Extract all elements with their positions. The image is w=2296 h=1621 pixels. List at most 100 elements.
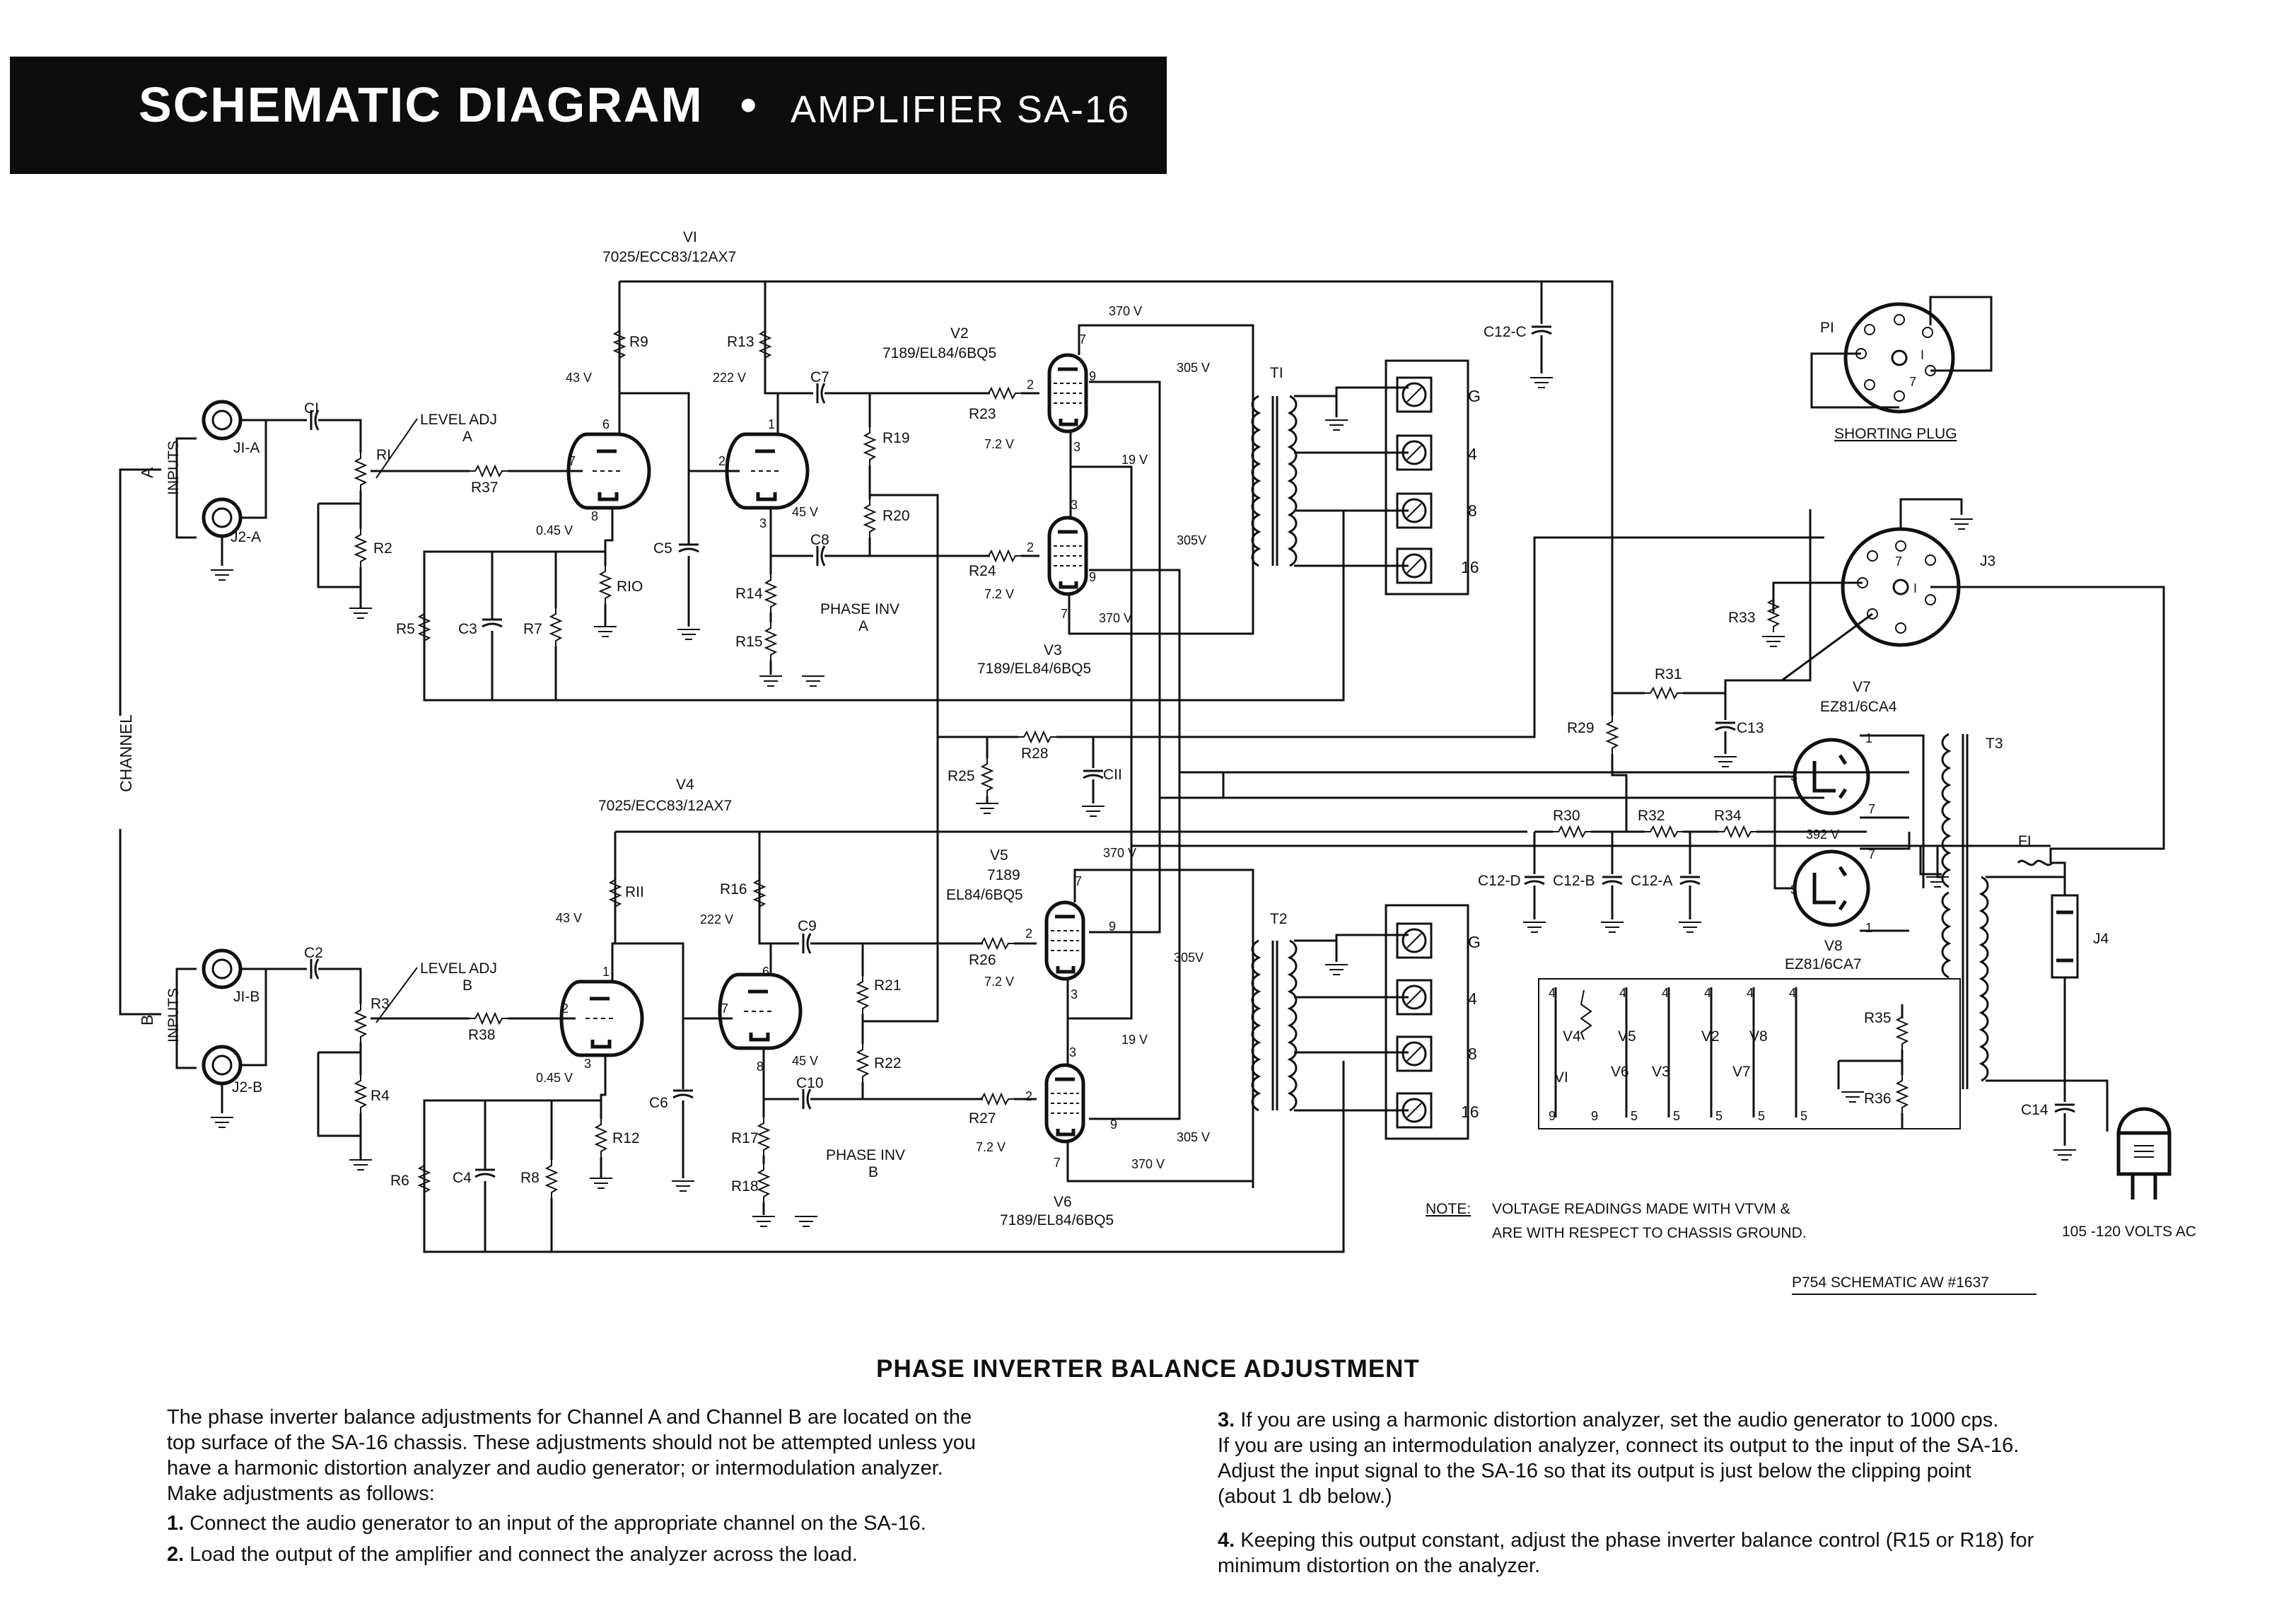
label-r26: R26 [969, 952, 996, 968]
label-v45-a: 45 V [792, 505, 818, 519]
input-jack-j1a[interactable] [204, 402, 240, 438]
label-v2-type: 7189/EL84/6BQ5 [882, 345, 996, 361]
label-sock-v1: VI [1554, 1069, 1568, 1086]
tube-v3 [1049, 518, 1086, 594]
label-v19-b: 19 V [1121, 1033, 1148, 1047]
svg-text:7: 7 [721, 1001, 728, 1016]
label-v1-type: 7025/ECC83/12AX7 [602, 249, 736, 265]
terminal-b-16[interactable] [1396, 1092, 1433, 1129]
terminal-a-8[interactable] [1396, 492, 1433, 529]
label-v5-name: V5 [990, 847, 1008, 864]
terminal-a-16[interactable] [1396, 547, 1433, 584]
svg-text:5: 5 [1715, 1109, 1723, 1123]
label-sock-v6: V6 [1611, 1064, 1629, 1080]
connector-j4[interactable] [2051, 894, 2079, 979]
label-v2-name: V2 [950, 325, 969, 342]
svg-text:2: 2 [1025, 926, 1032, 941]
svg-text:1: 1 [768, 417, 775, 431]
label-v305-a1: 305 V [1177, 361, 1210, 375]
svg-text:I: I [1921, 348, 1924, 362]
label-sock-v4: V4 [1563, 1028, 1581, 1045]
terminal-a-4[interactable] [1396, 434, 1433, 471]
label-r8: R8 [520, 1170, 540, 1186]
label-r37: R37 [471, 480, 499, 496]
label-r19: R19 [882, 430, 910, 446]
label-r31: R31 [1655, 666, 1682, 682]
svg-text:3: 3 [1069, 1045, 1076, 1059]
step-3-line: Adjust the input signal to the SA-16 so … [1218, 1460, 1971, 1482]
svg-text:2: 2 [561, 1001, 569, 1016]
label-v8-type: EZ81/6CA7 [1785, 956, 1862, 972]
label-r1: RI [376, 447, 391, 463]
label-j4: J4 [2093, 931, 2109, 947]
label-v45-b: 45 V [792, 1054, 818, 1068]
svg-text:8: 8 [757, 1059, 764, 1074]
label-r13: R13 [727, 334, 754, 350]
label-r34: R34 [1714, 808, 1742, 824]
label-level-adj-b: LEVEL ADJ [420, 960, 497, 977]
label-t2: T2 [1270, 911, 1288, 927]
label-r3: R3 [371, 996, 390, 1012]
label-v3-name: V3 [1044, 642, 1062, 658]
input-jack-j2b[interactable] [204, 1047, 240, 1083]
step-2-text: Load the output of the amplifier and con… [190, 1543, 858, 1566]
label-channel-a: A [138, 467, 156, 478]
svg-text:1: 1 [1865, 731, 1872, 745]
svg-text:4: 4 [1662, 986, 1669, 1000]
schematic-diagram: JI-A J2-A INPUTS A CI RI LEVEL ADJ A R2 … [117, 229, 2196, 1295]
adjustment-intro: The phase inverter balance adjustments f… [167, 1405, 976, 1506]
tube-v2 [1049, 355, 1086, 431]
label-r20: R20 [882, 508, 910, 524]
label-note: NOTE: [1426, 1201, 1471, 1217]
label-c12d: C12-D [1478, 873, 1521, 889]
svg-text:4: 4 [1549, 986, 1556, 1000]
label-v392: 392 V [1806, 827, 1839, 842]
label-sock-v7: V7 [1732, 1064, 1751, 1080]
svg-text:9: 9 [1109, 919, 1116, 934]
svg-text:7: 7 [1079, 332, 1086, 347]
label-r12: R12 [612, 1130, 640, 1146]
label-r7: R7 [523, 621, 542, 637]
label-phase-inv-b: PHASE INV [826, 1147, 905, 1163]
label-r24: R24 [969, 563, 996, 579]
label-r35: R35 [1864, 1010, 1892, 1026]
label-v045-a: 0.45 V [536, 523, 573, 538]
label-note-line2: ARE WITH RESPECT TO CHASSIS GROUND. [1492, 1225, 1807, 1241]
heater-harness [1538, 978, 1961, 1129]
label-v7-type: EZ81/6CA4 [1820, 699, 1897, 715]
input-jack-j1b[interactable] [204, 951, 240, 987]
label-tap-b-16: 16 [1461, 1103, 1479, 1121]
label-level-a: A [462, 429, 472, 445]
svg-text:7: 7 [1868, 847, 1875, 861]
label-c3: C3 [458, 621, 477, 637]
tube-v5 [1047, 902, 1083, 979]
step-3-line: If you are using an intermodulation anal… [1218, 1434, 2020, 1457]
label-level-b: B [462, 977, 472, 994]
label-sock-v2: V2 [1701, 1028, 1720, 1045]
svg-text:6: 6 [762, 965, 769, 979]
label-phase-inv-a: PHASE INV [820, 601, 899, 617]
svg-text:4: 4 [1747, 986, 1754, 1000]
label-r32: R32 [1638, 808, 1665, 824]
shorting-plug-p1[interactable] [1843, 302, 1955, 414]
svg-text:3: 3 [1073, 440, 1080, 454]
terminal-b-g[interactable] [1396, 922, 1433, 959]
ac-plug[interactable] [2116, 1131, 2172, 1176]
terminal-b-8[interactable] [1396, 1035, 1433, 1072]
label-phase-b: B [868, 1164, 878, 1180]
svg-text:1: 1 [1865, 921, 1872, 935]
label-r15: R15 [735, 634, 763, 650]
intro-line: have a harmonic distortion analyzer and … [167, 1457, 943, 1480]
label-v370-b2: 370 V [1131, 1157, 1165, 1171]
terminal-b-4[interactable] [1396, 979, 1433, 1016]
label-v5-type2: EL84/6BQ5 [946, 887, 1023, 903]
label-c7: C7 [810, 369, 829, 385]
label-v7-name: V7 [1853, 679, 1871, 695]
terminal-a-g[interactable] [1396, 376, 1433, 413]
svg-text:4: 4 [1789, 986, 1796, 1000]
label-sock-v8: V8 [1749, 1028, 1768, 1045]
svg-text:1: 1 [602, 965, 610, 979]
label-c8: C8 [810, 532, 829, 548]
label-tap-b-4: 4 [1468, 989, 1477, 1008]
step-3-line: (about 1 db below.) [1218, 1485, 1392, 1508]
